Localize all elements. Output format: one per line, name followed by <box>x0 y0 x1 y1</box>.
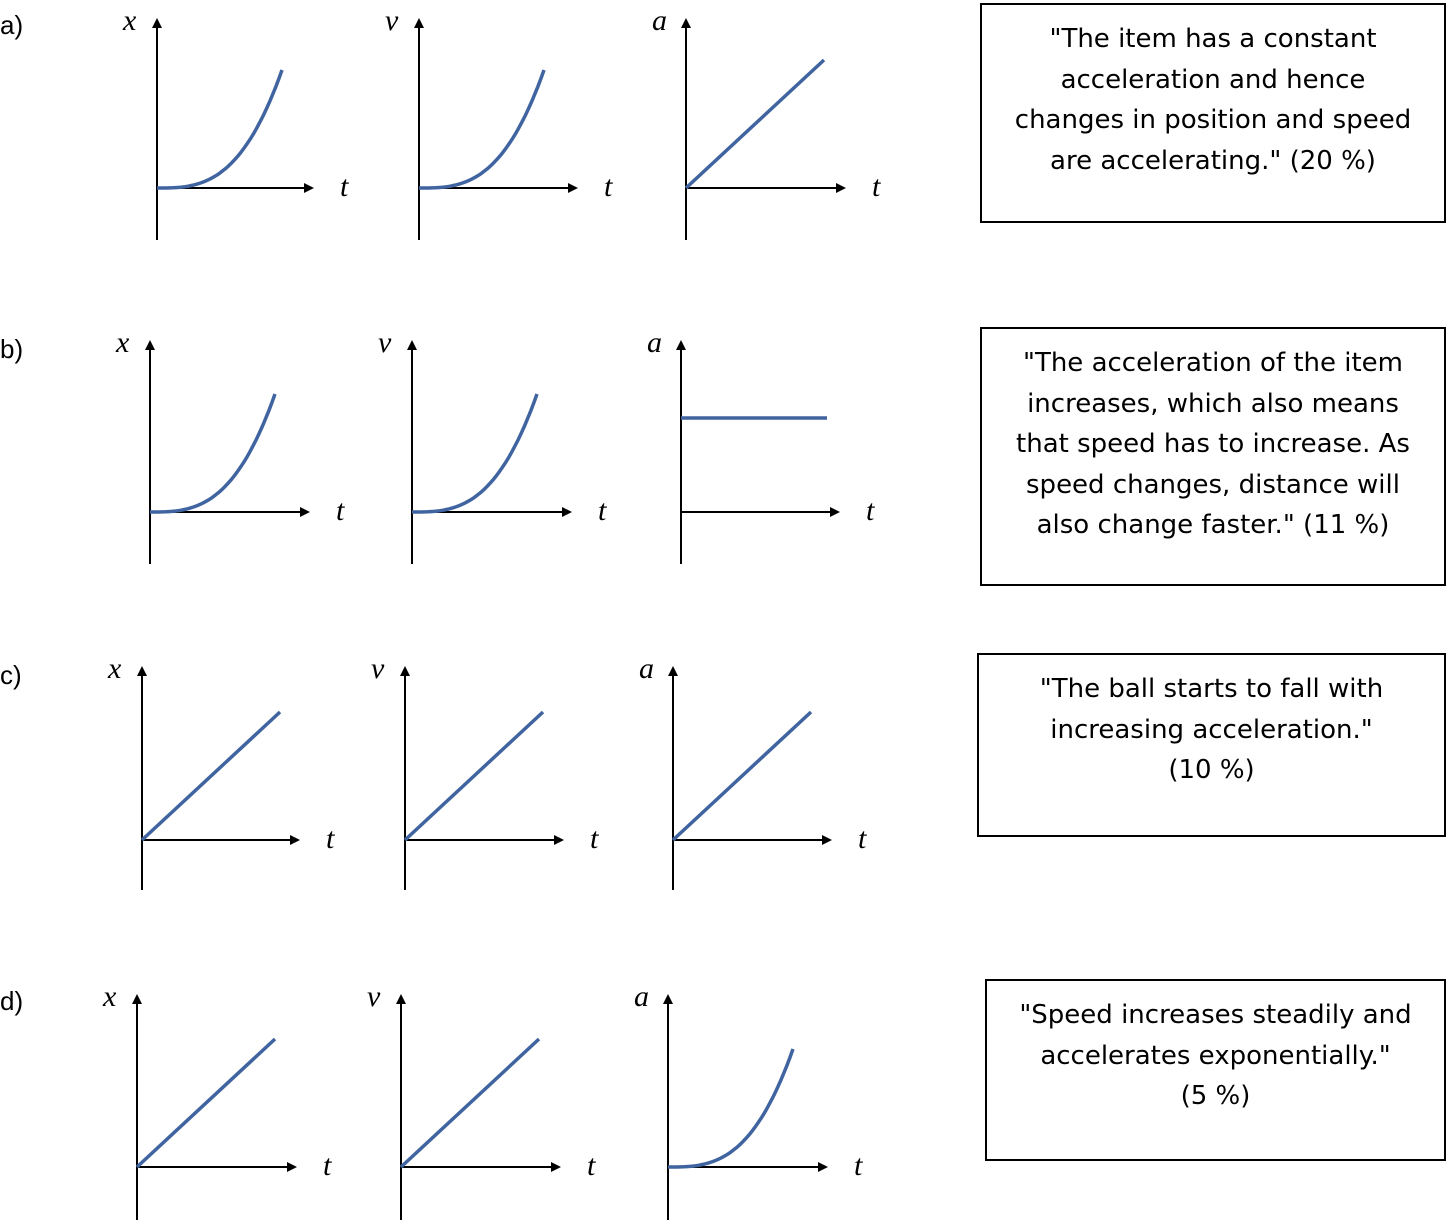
student-quote-box: "The ball starts to fall with increasing … <box>977 653 1446 837</box>
graph-x-vs-t: xt <box>122 4 349 240</box>
quote-line: accelerates exponentially." <box>1040 1040 1391 1071</box>
row-label: a) <box>0 10 24 40</box>
x-axis-label: t <box>858 822 867 855</box>
y-axis-label: v <box>367 980 381 1013</box>
quote-line: acceleration and hence <box>1060 64 1366 95</box>
graph-curve <box>140 710 282 842</box>
x-axis-label: t <box>854 1149 863 1182</box>
y-axis-label: a <box>634 980 649 1013</box>
quote-line: speed changes, distance will <box>1026 469 1400 500</box>
student-quote-box: "The acceleration of the item increases, … <box>980 327 1446 586</box>
quote-line: "The item has a constant <box>1049 24 1377 54</box>
student-quote-box: "Speed increases steadily and accelerates… <box>985 979 1446 1161</box>
y-axis-label: x <box>115 326 130 359</box>
x-axis-label: t <box>340 170 349 203</box>
graph-curve <box>684 58 826 190</box>
quote-line: "The acceleration of the item <box>1022 348 1403 378</box>
y-axis-label: a <box>652 4 667 37</box>
x-axis-label: t <box>590 822 599 855</box>
y-axis-label: x <box>122 4 137 37</box>
graph-a-vs-t: at <box>634 980 863 1220</box>
graph-v-vs-t: vt <box>367 980 596 1220</box>
quote-line: are accelerating." (20 %) <box>1050 145 1376 176</box>
x-axis-label: t <box>326 822 335 855</box>
graph-curve <box>671 710 813 842</box>
y-axis-label: x <box>107 652 122 685</box>
graph-v-vs-t: vt <box>378 326 607 564</box>
y-axis-label: a <box>639 652 654 685</box>
quote-line: "Speed increases steadily and <box>1019 1000 1412 1030</box>
graph-curve <box>399 1037 541 1169</box>
row-label: b) <box>0 334 24 364</box>
graph-curve <box>419 69 546 190</box>
graph-a-vs-t: at <box>639 652 867 890</box>
y-axis-label: v <box>385 4 399 37</box>
quote-line: changes in position and speed <box>1014 105 1412 135</box>
graph-curve <box>403 710 545 842</box>
graph-curve <box>412 393 539 514</box>
graph-curve <box>157 69 284 190</box>
graph-a-vs-t: at <box>647 326 875 564</box>
y-axis-label: v <box>371 652 385 685</box>
quote-line: (5 %) <box>1180 1081 1251 1111</box>
graph-v-vs-t: vt <box>385 4 613 240</box>
row-label: d) <box>0 986 24 1016</box>
quote-line: "The ball starts to fall with <box>1039 674 1384 704</box>
quote-line: that speed has to increase. As <box>1016 429 1410 459</box>
graph-v-vs-t: vt <box>371 652 599 890</box>
graph-curve <box>668 1048 795 1169</box>
student-quote-box: "The item has a constant acceleration and… <box>980 3 1446 223</box>
x-axis-label: t <box>587 1149 596 1182</box>
row-label: c) <box>0 660 22 690</box>
y-axis-label: a <box>647 326 662 359</box>
y-axis-label: v <box>378 326 392 359</box>
x-axis-label: t <box>872 170 881 203</box>
quote-line: increasing acceleration." <box>1050 714 1373 745</box>
quote-line: also change faster." (11 %) <box>1036 510 1390 540</box>
graph-x-vs-t: xt <box>107 652 335 890</box>
graph-curve <box>150 393 277 514</box>
y-axis-label: x <box>102 980 117 1013</box>
quote-line: (10 %) <box>1168 755 1255 785</box>
graph-x-vs-t: xt <box>102 980 332 1220</box>
x-axis-label: t <box>598 494 607 527</box>
graph-a-vs-t: at <box>652 4 881 240</box>
graph-curve <box>135 1037 277 1169</box>
x-axis-label: t <box>866 494 875 527</box>
quote-line: increases, which also means <box>1027 388 1399 419</box>
x-axis-label: t <box>336 494 345 527</box>
graph-x-vs-t: xt <box>115 326 345 564</box>
x-axis-label: t <box>604 170 613 203</box>
x-axis-label: t <box>323 1149 332 1182</box>
